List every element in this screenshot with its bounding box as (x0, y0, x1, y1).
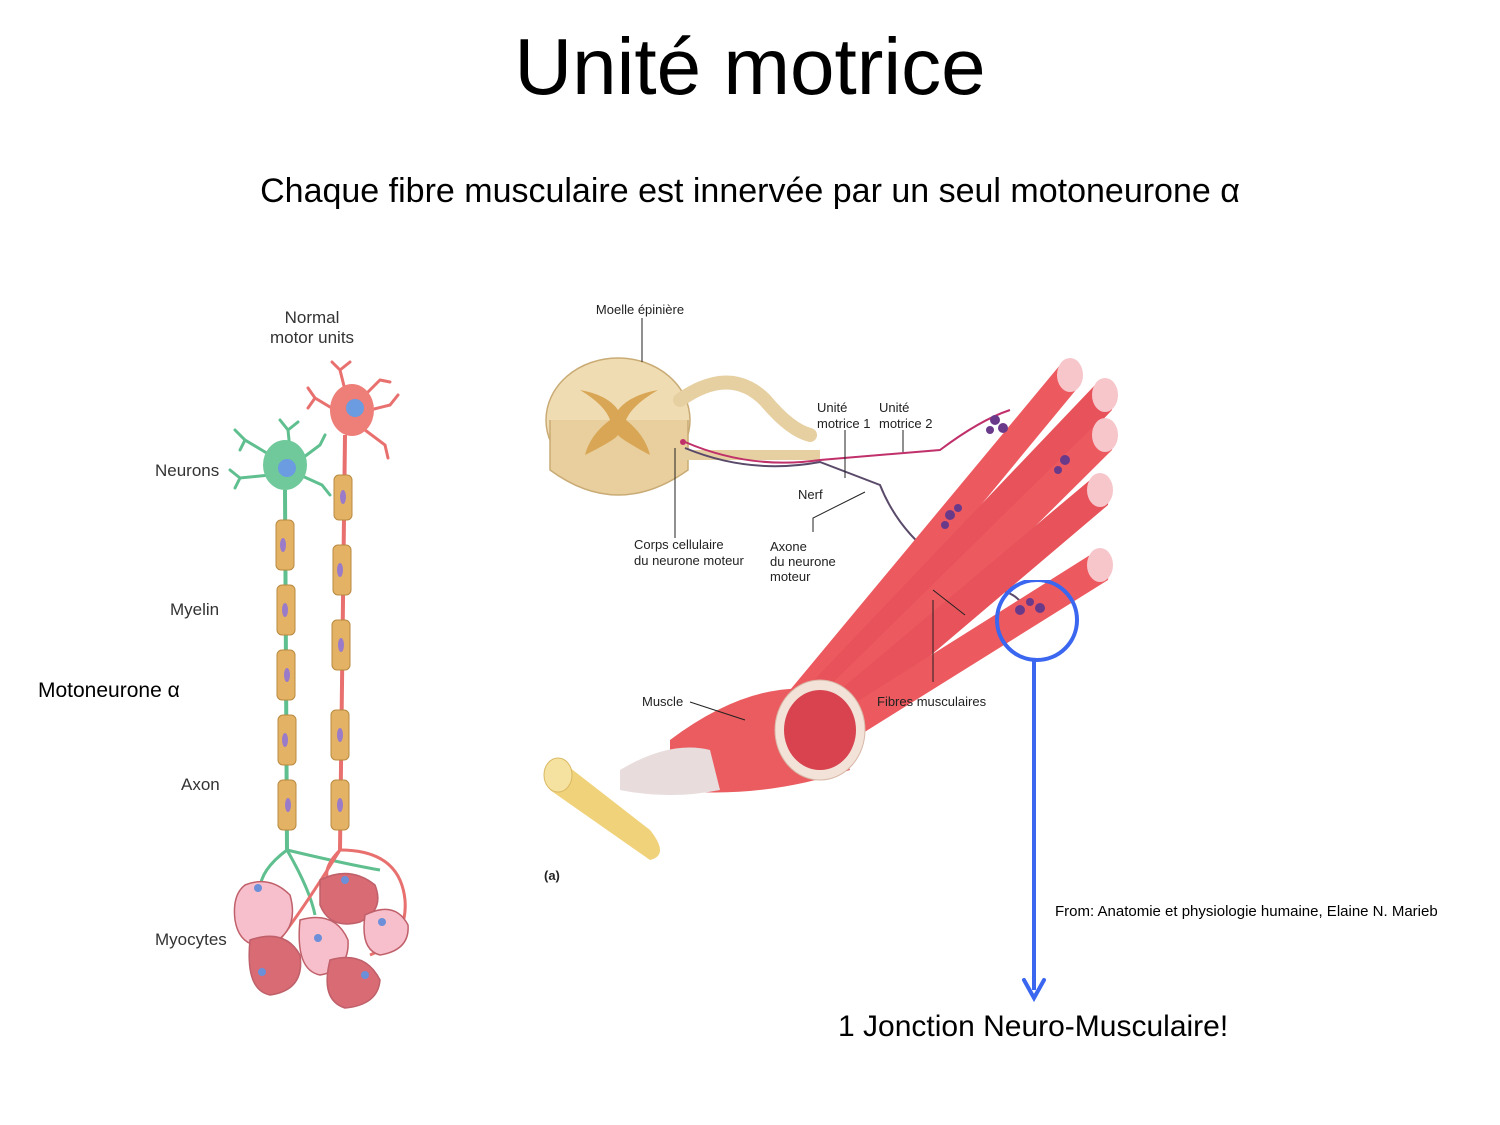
nerf-label: Nerf (798, 487, 823, 502)
axon-label: Axon (181, 775, 220, 794)
spinal-cord (545, 357, 817, 496)
myocyte-nuclei (254, 876, 386, 979)
myelin-sheaths (275, 474, 353, 831)
header-normal: Normal (285, 308, 340, 327)
muscle-fibres (790, 358, 1118, 738)
slide-subtitle: Chaque fibre musculaire est innervée par… (260, 172, 1240, 210)
red-neuron-nucleus (346, 399, 364, 417)
motoneurone-alpha-label: Motoneurone α (38, 679, 180, 702)
source-citation: From: Anatomie et physiologie humaine, E… (1055, 903, 1438, 920)
conclusion-text: 1 Jonction Neuro-Musculaire! (838, 1010, 1229, 1043)
neurons-label: Neurons (155, 461, 219, 480)
junction-highlight-circle (995, 580, 1079, 662)
muscle-label: Muscle (642, 694, 683, 709)
myocytes (233, 872, 409, 1009)
motor-unit-2-axon (684, 409, 1011, 464)
slide-title: Unité motrice (514, 22, 986, 111)
fibres-label: Fibres musculaires (877, 694, 987, 709)
leader-lines (641, 318, 966, 721)
unite2-label-line1: Unité (879, 400, 909, 415)
corps-cellulaire-line1: Corps cellulaire (634, 537, 724, 552)
green-neuron-nucleus (278, 459, 296, 477)
myocytes-label: Myocytes (155, 930, 227, 949)
unite2-label-line2: motrice 2 (879, 416, 932, 431)
junction-highlight-arrow (995, 580, 1079, 1003)
red-neuron-dendrites (306, 360, 400, 460)
motor-neuron-cell-body (680, 439, 686, 445)
axone-label-line3: moteur (770, 569, 811, 584)
marieb-motor-unit-figure: Moelle épinière Unité motrice 1 Unité mo… (543, 302, 1118, 883)
unite1-label-line1: Unité (817, 400, 847, 415)
corps-cellulaire-line2: du neurone moteur (634, 553, 745, 568)
panel-a-label: (a) (544, 868, 560, 883)
whole-muscle (543, 679, 866, 860)
green-neuron-dendrites (228, 418, 332, 497)
axone-label-line2: du neurone (770, 554, 836, 569)
header-motor-units: motor units (270, 328, 354, 347)
myelin-label: Myelin (170, 600, 219, 619)
axone-label-line1: Axone (770, 539, 807, 554)
motor-units-illustration: Normal motor units Neurons Myelin Axon M… (155, 308, 409, 1009)
schwann-nuclei (280, 490, 346, 812)
neuromuscular-junctions (941, 415, 1070, 615)
unite1-label-line2: motrice 1 (817, 416, 870, 431)
moelle-label: Moelle épinière (596, 302, 684, 317)
arrow-head-icon (1022, 978, 1046, 1003)
